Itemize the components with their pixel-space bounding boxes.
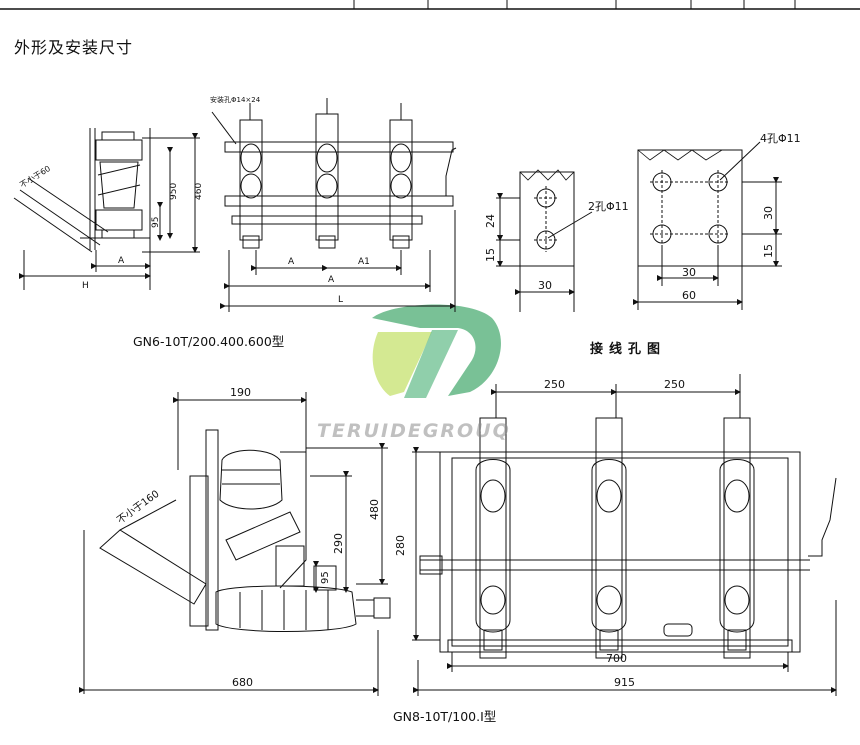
gn8-dim-290: 290 — [332, 533, 345, 554]
gn6-dim-H: H — [82, 281, 89, 291]
gn6-dim-A: A — [288, 257, 295, 267]
gn8-dim-915: 915 — [614, 676, 635, 689]
gn8-dim-190: 190 — [230, 386, 251, 399]
four-hole-label: 4孔Φ11 — [760, 132, 801, 145]
hole-diagram-4 — [633, 141, 782, 310]
hole-diagram-2 — [496, 169, 593, 312]
gn8-dim-680: 680 — [232, 676, 253, 689]
hole-dim-15: 15 — [484, 248, 497, 262]
hole-dim-30-horizontal: 30 — [682, 266, 696, 279]
gn6-dim-A1: A1 — [358, 257, 370, 267]
gn8-dim-95: 95 — [320, 571, 331, 584]
top-table-fragment — [0, 0, 860, 10]
gn6-dim-95: 95 — [151, 217, 161, 228]
gn6-mount-hole-label: 安装孔Φ14×24 — [210, 95, 261, 104]
gn8-dim-280: 280 — [394, 535, 407, 556]
gn8-pole-3 — [719, 417, 755, 659]
gn6-pole-3 — [389, 119, 413, 249]
hole-dim-30-vertical: 30 — [762, 206, 775, 220]
gn6-dim-460: 460 — [194, 183, 204, 200]
gn6-side-angle-label: 不小于60 — [18, 164, 52, 190]
two-hole-label: 2孔Φ11 — [588, 200, 629, 213]
gn6-pole-2 — [315, 113, 339, 249]
gn6-dim-L: L — [338, 295, 343, 305]
gn8-dim-250-b: 250 — [664, 378, 685, 391]
hole-dim-30-left: 30 — [538, 279, 552, 292]
gn8-dim-250-a: 250 — [544, 378, 565, 391]
gn8-pole-2 — [591, 417, 627, 659]
gn8-dim-700: 700 — [606, 652, 627, 665]
gn8-dim-480: 480 — [368, 499, 381, 520]
gn8-front-view — [412, 374, 837, 696]
gn6-front-view — [211, 98, 457, 312]
gn6-side-view — [13, 128, 200, 290]
gn6-pole-1 — [239, 119, 263, 249]
watermark-logo — [372, 304, 501, 398]
gn6-dim-A-total: A — [328, 275, 335, 285]
gn8-caption: GN8-10T/100.Ⅰ型 — [393, 709, 497, 724]
gn8-pole-1 — [475, 417, 511, 659]
gn6-dim-A-side: A — [118, 256, 125, 266]
gn6-dim-950: 950 — [169, 183, 179, 200]
hole-dim-15-vertical: 15 — [762, 244, 775, 258]
gn6-caption: GN6-10T/200.400.600型 — [133, 334, 285, 349]
page-heading: 外形及安装尺寸 — [14, 38, 134, 57]
hole-dim-24: 24 — [484, 214, 497, 228]
gn8-side-view — [79, 392, 391, 696]
hole-diagram-caption: 接线孔图 — [590, 342, 667, 357]
hole-dim-60: 60 — [682, 289, 696, 302]
watermark-text: TERUIDEGROUQ — [317, 420, 511, 442]
